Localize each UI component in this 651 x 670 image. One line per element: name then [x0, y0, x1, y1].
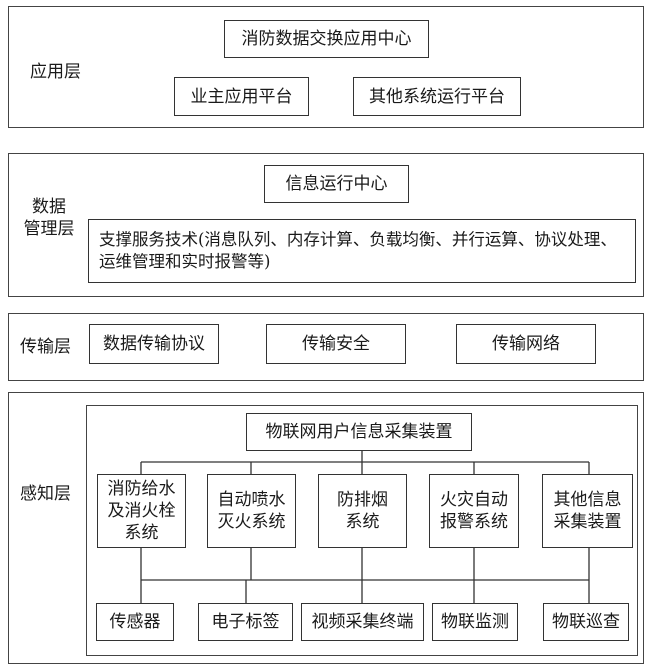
system-box-smoke-control-line2: 系统 — [345, 512, 380, 532]
system-box-other-info-line1: 其他信息 — [553, 490, 622, 510]
device-box-video-terminal: 视频采集终端 — [301, 603, 424, 641]
device-box-iot-monitoring: 物联监测 — [432, 603, 518, 641]
system-box-fire-alarm: 火灾自动 报警系统 — [429, 474, 519, 548]
system-box-smoke-control: 防排烟 系统 — [318, 474, 407, 548]
transport-network-box: 传输网络 — [456, 324, 596, 364]
system-box-other-info: 其他信息 采集装置 — [542, 474, 633, 548]
transport-layer-label: 传输层 — [20, 337, 71, 357]
system-box-water-hydrant-line3: 系统 — [124, 523, 159, 543]
data-transport-protocol-box: 数据传输协议 — [89, 324, 219, 364]
system-box-fire-alarm-line1: 火灾自动 — [440, 490, 508, 510]
system-box-fire-alarm-line2: 报警系统 — [440, 512, 508, 532]
system-box-other-info-line2: 采集装置 — [553, 512, 622, 532]
perception-layer-label: 感知层 — [20, 484, 71, 504]
system-box-water-hydrant-line2: 及消火栓 — [107, 501, 176, 521]
system-box-sprinkler-line1: 自动喷水 — [217, 490, 286, 510]
device-box-electronic-tag: 电子标签 — [198, 603, 293, 641]
application-layer-label: 应用层 — [30, 62, 81, 82]
device-box-iot-patrol: 物联巡查 — [543, 603, 629, 641]
support-service-tech-box: 支撑服务技术(消息队列、内存计算、负载均衡、并行运算、协议处理、运维管理和实时报… — [88, 219, 636, 283]
system-box-sprinkler-line2: 灭火系统 — [217, 512, 286, 532]
data-management-label-line1: 数据 — [32, 197, 66, 217]
system-box-water-hydrant-line1: 消防给水 — [107, 479, 176, 499]
data-management-label-line2: 管理层 — [23, 219, 75, 239]
other-system-platform-box: 其他系统运行平台 — [353, 77, 521, 116]
system-box-sprinkler: 自动喷水 灭火系统 — [207, 474, 296, 548]
fire-data-exchange-center-box: 消防数据交换应用中心 — [224, 20, 429, 58]
system-box-smoke-control-line1: 防排烟 — [337, 490, 388, 510]
data-management-layer-label: 数据 管理层 — [14, 196, 84, 240]
device-box-sensor: 传感器 — [96, 603, 174, 641]
transport-security-box: 传输安全 — [266, 324, 406, 364]
system-box-water-hydrant: 消防给水 及消火栓 系统 — [97, 474, 186, 548]
owner-platform-box: 业主应用平台 — [174, 77, 309, 116]
support-service-tech-text: 支撑服务技术(消息队列、内存计算、负载均衡、并行运算、协议处理、运维管理和实时报… — [99, 230, 617, 271]
info-operation-center-box: 信息运行中心 — [264, 165, 409, 203]
iot-info-collection-device-box: 物联网用户信息采集装置 — [246, 413, 472, 451]
